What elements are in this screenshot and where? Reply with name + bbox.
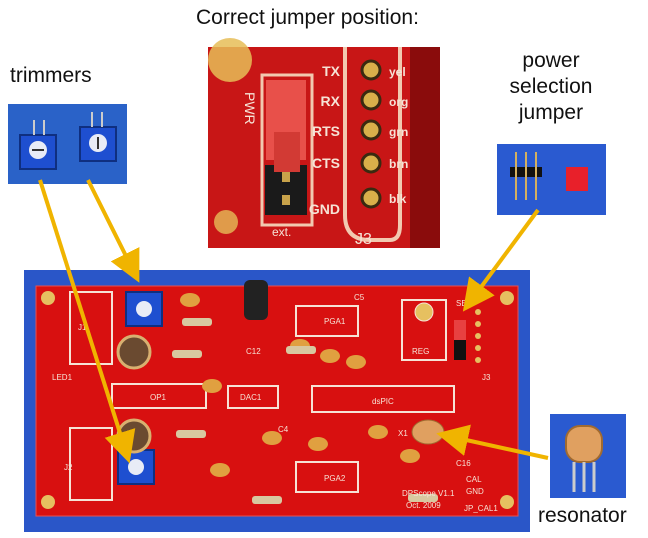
silk-c12: C12 [246,347,261,356]
silk-dspic: dsPIC [372,397,394,406]
silk-reg: REG [412,347,429,356]
silk-op1: OP1 [150,393,167,402]
silk-gnd: GND [466,487,484,496]
power-label-line1: power [522,49,580,72]
silk-date: Oct. 2009 [406,501,441,510]
figure-title: Correct jumper position: [196,6,419,29]
jumper-zoom-photo [208,38,440,248]
signal-gnd: GND [309,201,340,217]
wire-color-org: org [389,95,408,109]
silk-x1: X1 [398,429,408,438]
silk-c4: C4 [278,425,289,434]
silk-pwr: PWR [242,92,258,125]
trimmers-label: trimmers [10,64,92,87]
arrow-trimmer-bottom [38,179,136,464]
silk-pga2: PGA2 [324,474,346,483]
signal-rts: RTS [312,123,340,139]
silk-led1: LED1 [52,373,73,382]
power-selection-jumper-label: power selection jumper [496,48,606,126]
silk-j3-zoom: J3 [355,231,372,248]
callout-arrows [38,179,549,464]
trimmers-photo [8,104,127,184]
silk-pga1: PGA1 [324,317,346,326]
signal-rx: RX [321,93,341,109]
silk-j1: J1 [78,323,87,332]
wire-color-yel: yel [389,65,406,79]
resonator-label: resonator [538,504,627,527]
silk-j3: J3 [482,373,491,382]
signal-tx: TX [322,63,341,79]
silk-version: DPScope V1.1 [402,489,455,498]
wire-color-grn: grn [389,125,408,139]
silk-dac1: DAC1 [240,393,262,402]
power-jumper-photo [497,144,606,215]
silk-c16: C16 [456,459,471,468]
silk-c5: C5 [354,293,365,302]
arrow-resonator [436,424,549,460]
silk-j2: J2 [64,463,73,472]
power-label-line3: jumper [518,101,584,124]
silk-cal: CAL [466,475,482,484]
signal-cts: CTS [312,155,340,171]
arrow-power-jumper [462,208,540,312]
silk-ext: ext. [272,225,291,239]
wire-color-brn: brn [389,157,408,171]
arrow-trimmer-top [86,179,140,283]
wire-color-blk: blk [389,192,407,206]
silk-jp-cal: JP_CAL1 [464,504,498,513]
power-label-line2: selection [509,75,593,98]
resonator-photo [550,414,626,498]
